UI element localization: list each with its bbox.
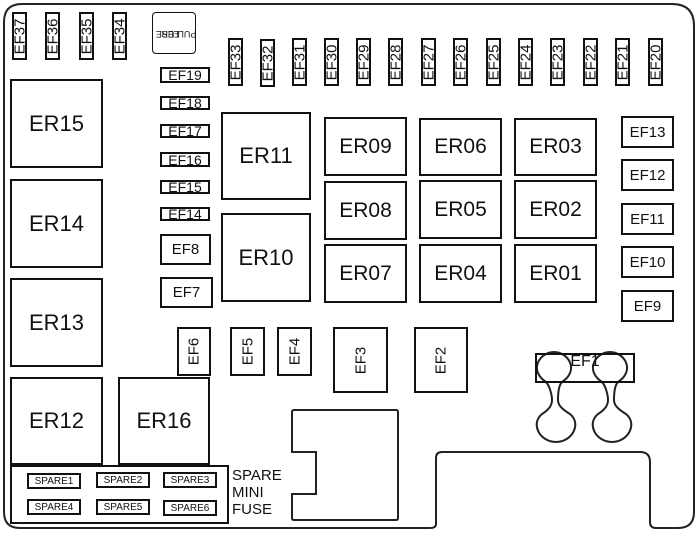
fuse-ef36[interactable]: EF36 xyxy=(44,12,61,60)
housing-border xyxy=(3,3,695,529)
fuse-ef24[interactable]: EF24 xyxy=(517,38,534,86)
relay-er09[interactable]: ER09 xyxy=(324,117,407,176)
fuse-ef18[interactable]: EF18 xyxy=(160,96,210,110)
relay-er14[interactable]: ER14 xyxy=(10,179,103,268)
fuse-ef37[interactable]: EF37 xyxy=(11,12,28,60)
fuse-ef11[interactable]: EF11 xyxy=(621,203,674,235)
fuse-ef10[interactable]: EF10 xyxy=(621,246,674,278)
fuse-ef20[interactable]: EF20 xyxy=(647,38,664,86)
fuse-ef23[interactable]: EF23 xyxy=(549,38,566,86)
fuse-ef6[interactable]: EF6 xyxy=(177,327,211,376)
fuse-ef22[interactable]: EF22 xyxy=(582,38,599,86)
relay-er12[interactable]: ER12 xyxy=(10,377,103,465)
fuse-ef16[interactable]: EF16 xyxy=(160,152,210,167)
ef1-fuse-link-left xyxy=(535,350,577,444)
cutout-outline xyxy=(291,409,399,521)
fuse-ef13[interactable]: EF13 xyxy=(621,116,674,148)
fuse-ef30[interactable]: EF30 xyxy=(323,38,340,86)
fuse-ef34[interactable]: EF34 xyxy=(111,12,128,60)
spare-fuse-2[interactable]: SPARE2 xyxy=(96,472,150,488)
relay-er06[interactable]: ER06 xyxy=(419,118,502,176)
relay-er02[interactable]: ER02 xyxy=(514,180,597,239)
spare-fuse-4[interactable]: SPARE4 xyxy=(27,499,81,515)
relay-er11[interactable]: ER11 xyxy=(221,112,311,200)
fuse-ef3[interactable]: EF3 xyxy=(333,327,388,393)
fuse-ef29[interactable]: EF29 xyxy=(355,38,372,86)
relay-er13[interactable]: ER13 xyxy=(10,278,103,367)
relay-er15[interactable]: ER15 xyxy=(10,79,103,168)
spare-fuse-1[interactable]: SPARE1 xyxy=(27,473,81,489)
fuse-ef5[interactable]: EF5 xyxy=(230,327,265,376)
fuse-ef12[interactable]: EF12 xyxy=(621,159,674,191)
fuse-ef27[interactable]: EF27 xyxy=(420,38,437,86)
fuse-ef1[interactable]: EF1 xyxy=(535,353,635,383)
fuse-ef7[interactable]: EF7 xyxy=(160,277,213,308)
relay-er08[interactable]: ER08 xyxy=(324,181,407,240)
relay-er10[interactable]: ER10 xyxy=(221,213,311,302)
fuse-ef31[interactable]: EF31 xyxy=(291,38,308,86)
fuse-ef32[interactable]: EF32 xyxy=(259,39,276,87)
fuse-ef15[interactable]: EF15 xyxy=(160,180,210,194)
spare-fuse-3[interactable]: SPARE3 xyxy=(163,472,217,488)
spare-mini-fuse-label: SPARE MINI FUSE xyxy=(232,467,282,518)
relay-er03[interactable]: ER03 xyxy=(514,118,597,176)
fuse-ef33[interactable]: EF33 xyxy=(227,38,244,86)
ef1-fuse-link-right xyxy=(591,350,633,444)
fuse-ef9[interactable]: EF9 xyxy=(621,290,674,322)
fuse-ef21[interactable]: EF21 xyxy=(614,38,631,86)
fuse-ef26[interactable]: EF26 xyxy=(452,38,469,86)
relay-er16[interactable]: ER16 xyxy=(118,377,210,465)
relay-er01[interactable]: ER01 xyxy=(514,244,597,303)
fuse-ef25[interactable]: EF25 xyxy=(485,38,502,86)
fuse-ef14[interactable]: EF14 xyxy=(160,207,210,221)
fuse-ef4[interactable]: EF4 xyxy=(277,327,312,376)
relay-er04[interactable]: ER04 xyxy=(419,244,502,303)
spare-fuse-6[interactable]: SPARE6 xyxy=(163,500,217,516)
relay-er07[interactable]: ER07 xyxy=(324,244,407,303)
fuse-ef17[interactable]: EF17 xyxy=(160,124,210,138)
spare-fuse-5[interactable]: SPARE5 xyxy=(96,499,150,515)
fuse-ef35[interactable]: EF35 xyxy=(78,12,95,60)
relay-er05[interactable]: ER05 xyxy=(419,180,502,239)
fuse-ef8[interactable]: EF8 xyxy=(160,234,211,265)
fuse-ef2[interactable]: EF2 xyxy=(414,327,468,393)
fuse-ef19[interactable]: EF19 xyxy=(160,67,210,83)
fuse-ef28[interactable]: EF28 xyxy=(387,38,404,86)
